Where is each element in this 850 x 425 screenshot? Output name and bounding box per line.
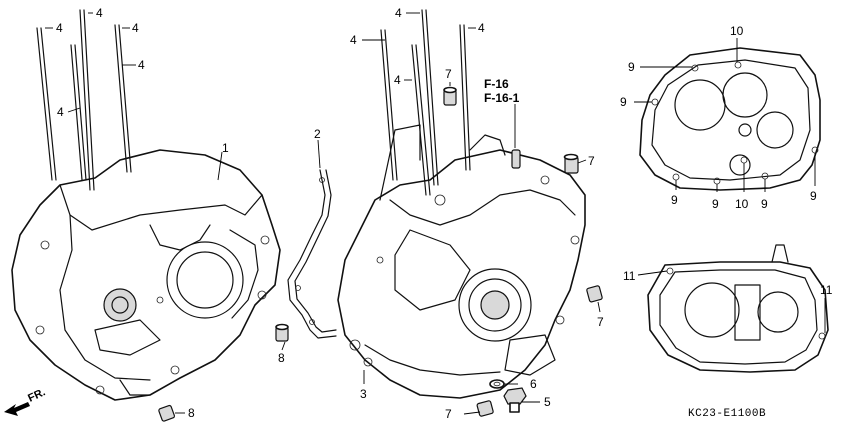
reference-f16-1: F-16-1 (484, 91, 520, 105)
callout-crankcase-right: 1 (222, 141, 229, 155)
callout-stud-bolt-9: 4 (478, 21, 485, 35)
callout-stud-bolt-3: 4 (132, 21, 139, 35)
callout-dowel-pin-8-lower: 8 (188, 406, 195, 420)
callout-stud-bolt-4: 4 (57, 105, 64, 119)
callout-cover-bolt-10-bottom: 10 (735, 197, 749, 211)
dowel-pin-center-bottom (476, 400, 494, 417)
callout-cover-bolt-9-b: 9 (620, 95, 627, 109)
callout-stud-bolt-7: 4 (395, 6, 402, 20)
stud-bolts-center-group (380, 9, 471, 196)
cover-upper-outline (639, 47, 821, 191)
dowel-pin-center-right (563, 153, 579, 174)
crankcase-gasket (287, 169, 337, 339)
callout-cover-bolt-9-d: 9 (712, 197, 719, 211)
stud-bolts-left-group (36, 9, 132, 191)
callout-cover-bolt-11-left: 11 (623, 269, 636, 283)
callout-labels: 4 4 4 4 4 1 2 8 8 4 4 4 4 7 F-16 F-16-1 … (56, 6, 833, 421)
dowel-pin-left-upper (275, 323, 289, 342)
callout-dowel-pin-7-top: 7 (445, 67, 452, 81)
callout-stud-bolt-2: 4 (96, 6, 103, 20)
callout-cover-bolt-9-c: 9 (671, 193, 678, 207)
callout-oil-drain-bolt: 5 (544, 395, 551, 409)
callout-gasket: 2 (314, 127, 321, 141)
dowel-pin-center-top (443, 86, 457, 106)
callout-stud-bolt-6: 4 (350, 33, 357, 47)
callout-stud-bolt-1: 4 (56, 21, 63, 35)
callout-dowel-pin-7-side: 7 (597, 315, 604, 329)
diagram-code: KC23-E1100B (688, 408, 766, 420)
callout-cover-bolt-11-right: 11 (820, 283, 833, 297)
reference-f16: F-16 (484, 77, 509, 91)
callout-dowel-pin-8-upper: 8 (278, 351, 285, 365)
dowel-pin-center-side (586, 285, 603, 303)
dowel-pin-left-lower (158, 404, 176, 422)
callout-crankcase-left: 3 (360, 387, 367, 401)
callout-dowel-pin-7-bottom: 7 (445, 407, 452, 421)
front-label: FR. (26, 386, 47, 404)
callout-dowel-pin-7-right: 7 (588, 154, 595, 168)
leader-lines (45, 12, 826, 415)
front-direction-arrow: FR. (4, 386, 47, 416)
callout-cover-bolt-9-f: 9 (810, 189, 817, 203)
cover-lower-outline (647, 244, 829, 373)
sealing-washer (489, 379, 505, 389)
callout-cover-bolt-10-top: 10 (730, 24, 744, 38)
callout-sealing-washer: 6 (530, 377, 537, 391)
callout-cover-bolt-9-a: 9 (628, 60, 635, 74)
callout-stud-bolt-8: 4 (394, 73, 401, 87)
crankcase-right-half (11, 149, 281, 401)
callout-stud-bolt-5: 4 (138, 58, 145, 72)
callout-cover-bolt-9-e: 9 (761, 197, 768, 211)
oil-drain-bolt (503, 387, 527, 413)
crankcase-left-half (337, 124, 586, 399)
